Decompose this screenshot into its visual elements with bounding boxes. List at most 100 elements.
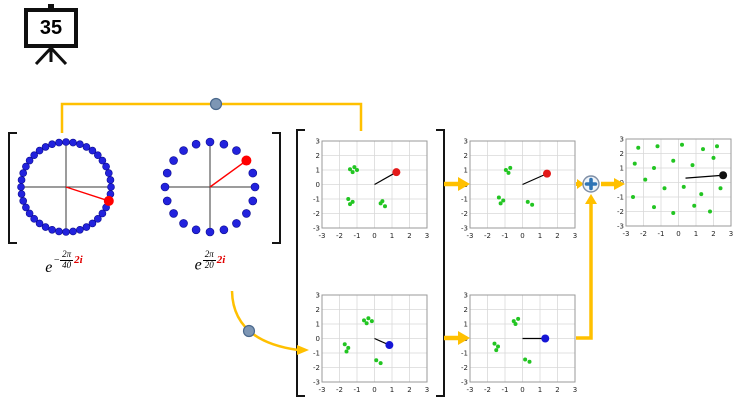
- svg-text:0: 0: [620, 179, 624, 187]
- svg-text:-2: -2: [640, 230, 647, 238]
- svg-text:-2: -2: [313, 364, 320, 372]
- formula-denominator: 40: [62, 259, 72, 270]
- svg-text:0: 0: [316, 181, 320, 189]
- svg-text:1: 1: [316, 167, 320, 175]
- svg-text:1: 1: [464, 321, 468, 329]
- svg-text:-1: -1: [461, 196, 468, 204]
- formula-coefficient: 2i: [216, 254, 226, 267]
- svg-text:2: 2: [555, 386, 559, 394]
- svg-text:1: 1: [694, 230, 698, 238]
- svg-text:1: 1: [316, 321, 320, 329]
- scatter-plot-rotated-bottom: -3 -2 -1 0 1 2 3 -3 -2 -1 0 1 2 3: [461, 292, 577, 395]
- connector-top-line: [60, 102, 363, 133]
- formula-coefficient: 2i: [74, 254, 83, 267]
- slide-number-badge: 35: [24, 4, 78, 65]
- svg-text:-3: -3: [617, 223, 624, 231]
- svg-text:-3: -3: [319, 386, 326, 394]
- svg-text:-1: -1: [313, 350, 320, 358]
- matrix-bracket-left: [296, 129, 305, 397]
- svg-text:-3: -3: [467, 386, 474, 394]
- formula-numerator: 2π: [60, 249, 74, 261]
- svg-text:2: 2: [464, 306, 468, 314]
- svg-text:3: 3: [729, 230, 733, 238]
- svg-text:1: 1: [538, 386, 542, 394]
- connector-curve-line: [230, 290, 299, 352]
- svg-text:-2: -2: [461, 364, 468, 372]
- connector-dot-bottom: [242, 324, 256, 338]
- svg-text:-2: -2: [484, 232, 491, 240]
- easel-legs-icon: [34, 48, 68, 65]
- svg-text:0: 0: [464, 181, 468, 189]
- circles-bracket-right: [272, 132, 281, 244]
- svg-text:2: 2: [407, 386, 411, 394]
- svg-text:2: 2: [407, 232, 411, 240]
- svg-text:0: 0: [676, 230, 680, 238]
- svg-text:-1: -1: [313, 196, 320, 204]
- svg-text:-1: -1: [354, 232, 361, 240]
- svg-text:-3: -3: [461, 225, 468, 233]
- svg-text:1: 1: [390, 232, 394, 240]
- svg-text:-3: -3: [623, 230, 630, 238]
- arrow-elbow-up-icon: [576, 194, 597, 340]
- connector-dot-top: [209, 97, 223, 111]
- svg-text:0: 0: [520, 232, 524, 240]
- svg-text:1: 1: [538, 232, 542, 240]
- svg-text:3: 3: [573, 232, 577, 240]
- projection-screen-icon: 35: [24, 8, 78, 48]
- svg-text:-1: -1: [461, 350, 468, 358]
- scatter-plot-combined: -3 -2 -1 0 1 2 3 -3 -2 -1 0 1 2 3: [617, 136, 733, 239]
- svg-text:3: 3: [316, 292, 320, 300]
- formula-sign: −: [53, 254, 61, 266]
- svg-text:0: 0: [464, 335, 468, 343]
- svg-text:-1: -1: [502, 232, 509, 240]
- svg-text:3: 3: [464, 138, 468, 146]
- screen-nub-icon: [48, 4, 54, 10]
- svg-text:3: 3: [573, 386, 577, 394]
- svg-text:-3: -3: [461, 379, 468, 387]
- svg-text:1: 1: [464, 167, 468, 175]
- svg-text:-2: -2: [313, 210, 320, 218]
- svg-text:-3: -3: [313, 225, 320, 233]
- svg-text:2: 2: [316, 306, 320, 314]
- svg-text:0: 0: [316, 335, 320, 343]
- svg-text:0: 0: [372, 232, 376, 240]
- svg-text:3: 3: [316, 138, 320, 146]
- unit-circle-right: [160, 137, 260, 237]
- svg-text:3: 3: [620, 136, 624, 144]
- matrix-bracket-right: [436, 129, 445, 397]
- formula-denominator: 20: [204, 259, 214, 270]
- formula-base: e: [45, 258, 53, 276]
- svg-text:1: 1: [390, 386, 394, 394]
- svg-text:-3: -3: [319, 232, 326, 240]
- svg-text:1: 1: [620, 165, 624, 173]
- formula-base: e: [194, 256, 202, 274]
- svg-text:0: 0: [520, 386, 524, 394]
- svg-text:-1: -1: [354, 386, 361, 394]
- svg-text:2: 2: [620, 150, 624, 158]
- svg-text:2: 2: [555, 232, 559, 240]
- svg-text:-3: -3: [313, 379, 320, 387]
- svg-text:2: 2: [316, 152, 320, 160]
- arrow-into-plus-icon: [576, 179, 584, 189]
- svg-text:0: 0: [372, 386, 376, 394]
- svg-text:-2: -2: [617, 208, 624, 216]
- unit-circle-left: [17, 138, 115, 236]
- svg-text:-2: -2: [484, 386, 491, 394]
- svg-text:-2: -2: [336, 232, 343, 240]
- svg-text:-1: -1: [502, 386, 509, 394]
- svg-text:2: 2: [711, 230, 715, 238]
- svg-text:3: 3: [425, 232, 429, 240]
- scatter-plot-matrix-top: -3 -2 -1 0 1 2 3 -3 -2 -1 0 1 2 3: [313, 138, 429, 241]
- svg-text:3: 3: [464, 292, 468, 300]
- svg-text:3: 3: [425, 386, 429, 394]
- svg-text:-1: -1: [658, 230, 665, 238]
- circles-bracket-left: [8, 132, 17, 244]
- slide-number: 35: [39, 16, 63, 39]
- svg-text:-1: -1: [617, 194, 624, 202]
